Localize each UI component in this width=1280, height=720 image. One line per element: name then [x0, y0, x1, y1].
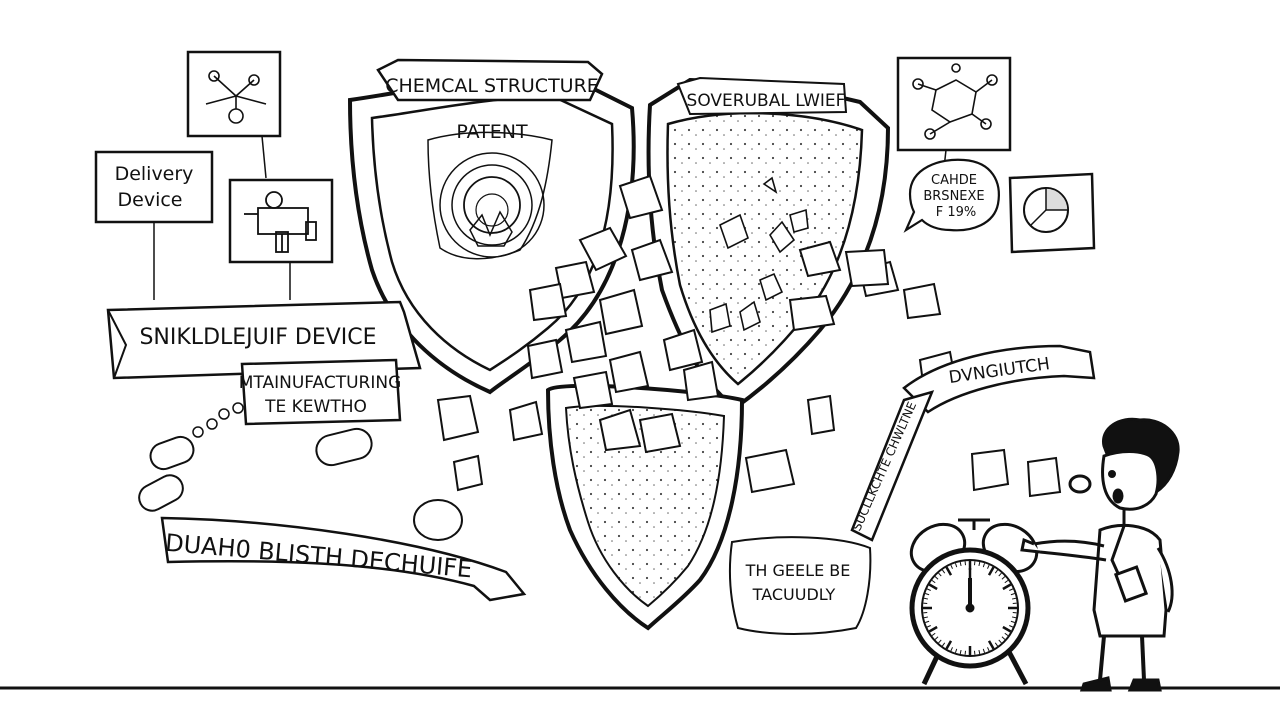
speech-bubble-line1: CAHDE	[931, 173, 977, 188]
speech-bubble-line3: F 19%	[936, 205, 977, 220]
speech-bubble-line2: BRSNEXE	[923, 189, 984, 204]
manufacturing-box: MTAINUFACTURING TE KEWTHO	[239, 360, 402, 424]
left-shield-inner-label: PATENT	[456, 121, 528, 143]
device-banner-label: SNIKLDLEJUIF DEVICE	[139, 325, 376, 350]
bottom-banner: DUAH0 BLISTH DECHUIFE	[162, 518, 524, 600]
delivery-device-box: Delivery Device	[96, 152, 212, 222]
molecule-box-right	[898, 58, 1010, 150]
molecule-box-left	[188, 52, 280, 136]
pill-icon	[135, 426, 375, 516]
delivery-label-line1: Delivery	[115, 163, 194, 185]
right-vertical-banner: SUCLLKCHTE CHWLTNE	[850, 392, 932, 540]
pie-icon	[1024, 188, 1068, 232]
right-shield-title: SOVERUBAL LWIEF	[687, 91, 846, 111]
bottom-note: TH GEELE BE TACUUDLY	[730, 537, 870, 634]
speech-bubble: CAHDE BRSNEXE F 19%	[906, 160, 999, 231]
delivery-label-line2: Device	[118, 189, 183, 211]
right-vertical-banner-label: SUCLLKCHTE CHWLTNE	[850, 400, 920, 533]
manufacturing-line2: TE KEWTHO	[264, 397, 367, 417]
pie-box	[1010, 174, 1094, 252]
manufacturing-line1: MTAINUFACTURING	[239, 373, 402, 393]
bottom-note-line1: TH GEELE BE	[745, 561, 851, 580]
bottom-note-line2: TACUUDLY	[752, 585, 836, 604]
device-diagram-box	[230, 180, 332, 262]
left-shield-title: CHEMCAL STRUCTURE	[385, 75, 599, 97]
